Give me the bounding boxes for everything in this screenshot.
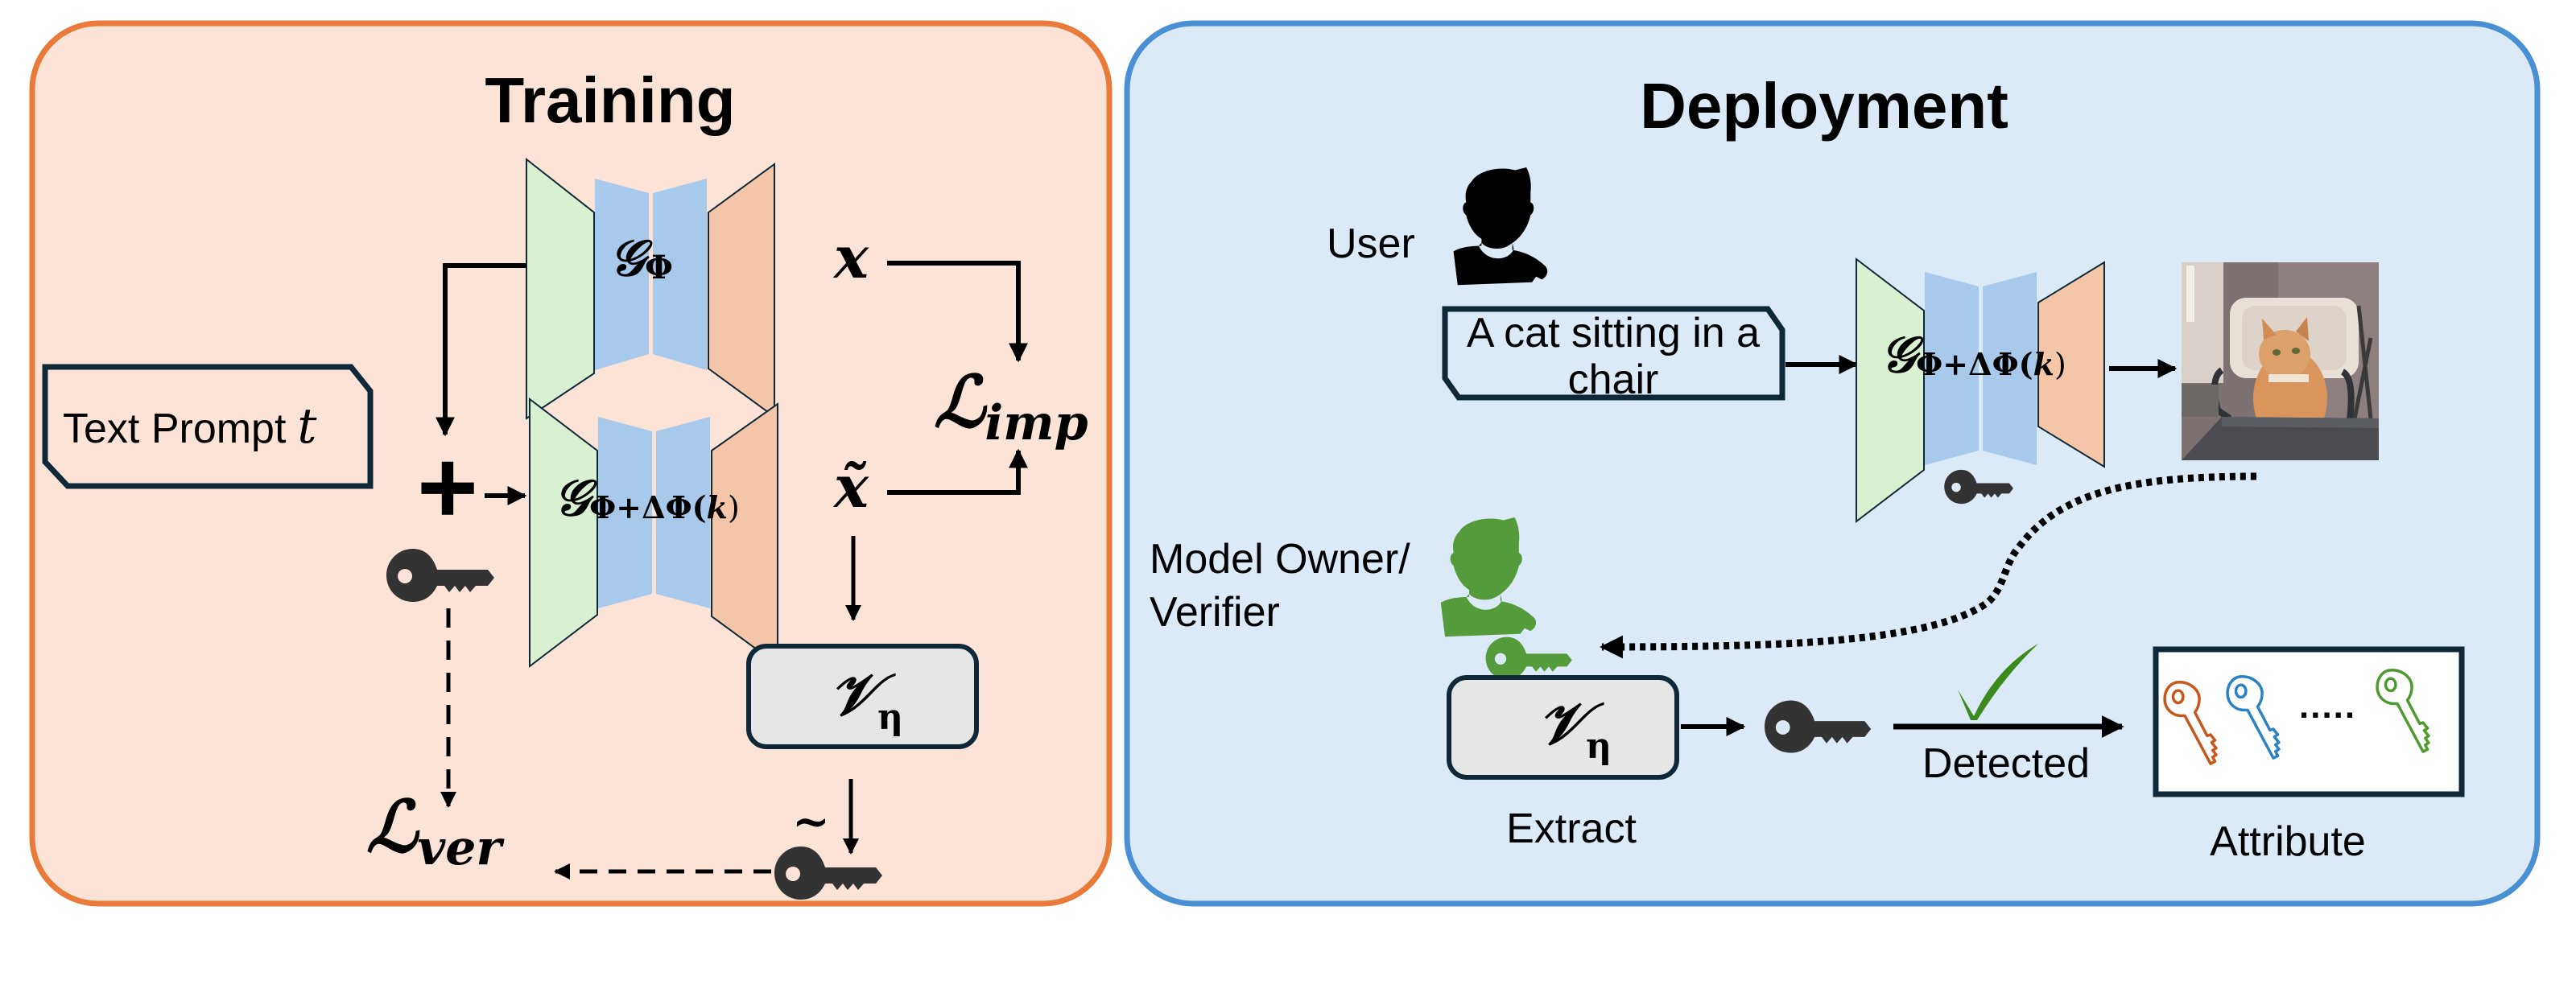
deployment-panel: Deployment User A cat sitting in a chair…: [1124, 20, 2541, 907]
encoder-block: [529, 397, 598, 669]
prompt-line-1: A cat sitting in a: [1467, 310, 1760, 356]
arrow-x-to-limp: [887, 261, 1028, 363]
decoder-block: [2037, 261, 2105, 468]
dotted-arrow-image-to-verifier: [1600, 472, 2257, 659]
arrow-base-to-plus: [436, 263, 526, 437]
encoder-block: [526, 157, 595, 420]
bottleneck-right: [653, 179, 707, 370]
user-label: User: [1327, 220, 1415, 267]
deployment-prompt-box: A cat sitting in a chair: [1442, 306, 1785, 403]
watermarked-model-label: 𝒢Φ+ΔΦ(𝒌): [554, 468, 740, 527]
bottleneck-right: [656, 417, 710, 608]
encoder-block: [1856, 257, 1925, 524]
deployment-title: Deployment: [1640, 70, 2008, 142]
attribute-box: .....: [2153, 646, 2465, 797]
bottleneck-right: [1983, 272, 2037, 465]
watermarked-model: 𝒢Φ+ΔΦ(𝒌): [529, 397, 778, 669]
owner-label-line-1: Model Owner/: [1150, 536, 1410, 583]
tilde-mark: ~: [792, 795, 830, 848]
owner-label-line-2: Verifier: [1150, 589, 1280, 636]
deployment-verifier-box: 𝒱η: [1447, 675, 1679, 780]
attribute-label: Attribute: [2210, 818, 2366, 865]
bottleneck-left: [595, 179, 649, 370]
extract-label: Extract: [1506, 805, 1637, 852]
ellipsis: .....: [2299, 686, 2356, 726]
x-tilde-label: x̃: [832, 452, 869, 521]
deployed-model: 𝒢Φ+ΔΦ(𝒌): [1856, 257, 2105, 524]
loss-ver: ℒver: [366, 785, 505, 876]
prompt-line-2: chair: [1568, 356, 1659, 403]
detected-label: Detected: [1922, 740, 2090, 787]
checkmark-icon: [1958, 644, 2038, 720]
training-verifier-box: 𝒱η: [746, 644, 979, 749]
arrow-xtilde-to-limp: [887, 448, 1028, 495]
training-title: Training: [485, 64, 735, 136]
bottleneck-left: [1925, 272, 1979, 465]
bottleneck-left: [598, 417, 652, 608]
x-label: x: [832, 223, 869, 291]
loss-imp: ℒimp: [934, 360, 1088, 451]
plus-symbol: +: [417, 428, 478, 546]
generated-image: Generated image of an orange tabby cat s…: [2182, 262, 2379, 460]
